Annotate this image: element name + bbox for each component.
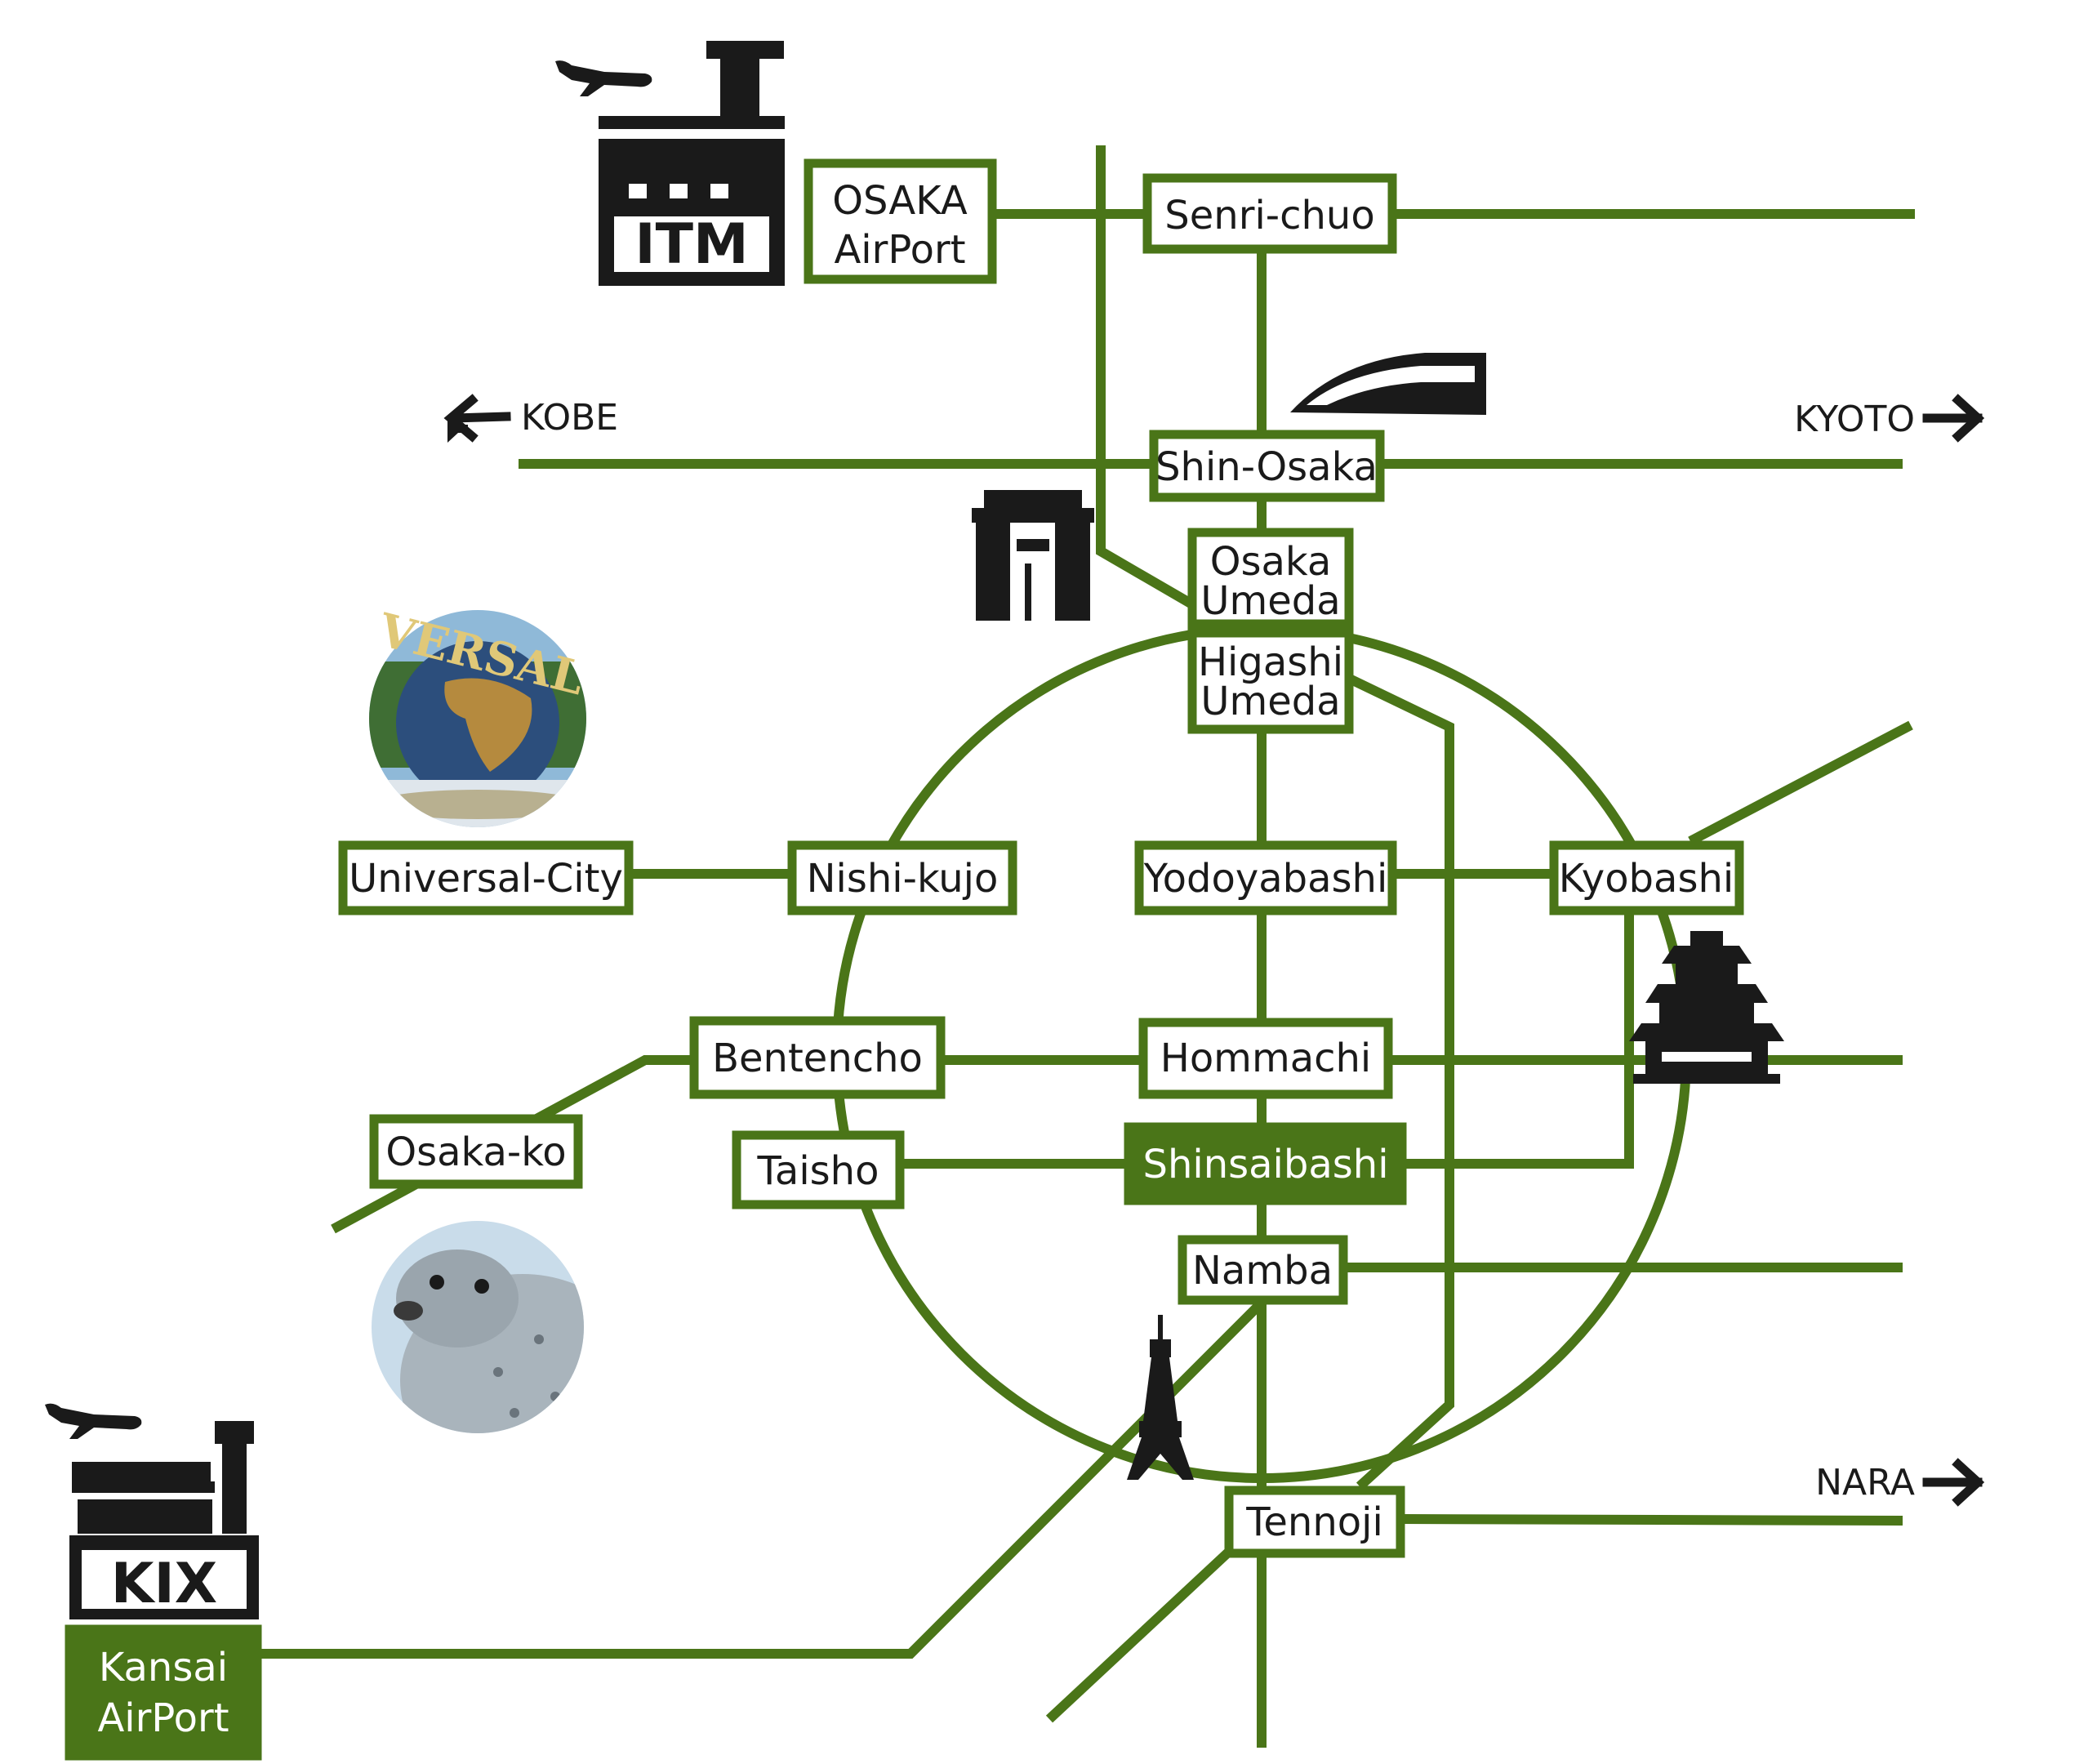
station-label: AirPort bbox=[834, 227, 965, 273]
line-higashi-umeda-tennoji bbox=[1337, 669, 1454, 1490]
globe-icon: VERSAL bbox=[369, 603, 590, 827]
rail-lines bbox=[257, 145, 1915, 1748]
station-higashi-umeda[interactable]: Higashi Umeda bbox=[1187, 628, 1354, 734]
station-universal-city[interactable]: Universal-City bbox=[338, 840, 634, 915]
station-kansai-airport[interactable]: Kansai AirPort bbox=[65, 1624, 262, 1761]
station-label: Umeda bbox=[1200, 679, 1340, 724]
line-west-umeda bbox=[1096, 145, 1195, 609]
station-nishi-kujo[interactable]: Nishi-kujo bbox=[787, 840, 1017, 915]
station-label: Osaka bbox=[1210, 539, 1332, 585]
itm-code: ITM bbox=[634, 212, 748, 277]
station-tennoji[interactable]: Tennoji bbox=[1224, 1486, 1405, 1558]
station-label: Shin-Osaka bbox=[1155, 444, 1378, 490]
station-senri-chuo[interactable]: Senri-chuo bbox=[1142, 173, 1397, 254]
castle-icon bbox=[1629, 931, 1784, 1084]
station-osaka-umeda[interactable]: Osaka Umeda bbox=[1187, 528, 1354, 629]
station-label: Hommachi bbox=[1160, 1036, 1372, 1081]
skyscraper-icon bbox=[972, 490, 1094, 621]
line-kyobashi-northeast bbox=[1688, 720, 1913, 846]
tsutenkaku-tower-icon bbox=[1127, 1315, 1194, 1480]
bullet-train-icon bbox=[1290, 353, 1486, 415]
station-label: Senri-chuo bbox=[1164, 193, 1374, 238]
station-shinsaibashi[interactable]: Shinsaibashi bbox=[1124, 1122, 1407, 1205]
station-hommachi[interactable]: Hommachi bbox=[1138, 1018, 1393, 1099]
direction-kobe: KOBE bbox=[443, 394, 618, 443]
station-label: Umeda bbox=[1200, 578, 1340, 624]
station-label: OSAKA bbox=[832, 178, 968, 224]
line-tennoji-nara bbox=[1400, 1514, 1903, 1526]
station-label: Namba bbox=[1192, 1248, 1333, 1294]
station-bentencho[interactable]: Bentencho bbox=[689, 1016, 946, 1099]
station-label: Kansai bbox=[99, 1645, 228, 1690]
station-label: Tennoji bbox=[1245, 1499, 1383, 1545]
kyoto-label: KYOTO bbox=[1794, 399, 1915, 440]
kix-airport-icon: KIX bbox=[45, 1403, 259, 1619]
plane-icon bbox=[555, 60, 652, 96]
station-taisho[interactable]: Taisho bbox=[732, 1130, 905, 1209]
station-yodoyabashi[interactable]: Yodoyabashi bbox=[1134, 840, 1397, 915]
station-label: Taisho bbox=[757, 1148, 879, 1194]
line-tennoji-southwest bbox=[1045, 1548, 1233, 1723]
direction-kyoto: KYOTO bbox=[1794, 394, 1985, 443]
station-label: Nishi-kujo bbox=[807, 856, 999, 902]
station-namba[interactable]: Namba bbox=[1178, 1235, 1348, 1305]
station-kyobashi[interactable]: Kyobashi bbox=[1549, 840, 1744, 915]
station-label: Shinsaibashi bbox=[1142, 1142, 1388, 1187]
station-label: Bentencho bbox=[712, 1036, 923, 1081]
plane-icon bbox=[45, 1403, 142, 1439]
direction-nara: NARA bbox=[1815, 1458, 1985, 1507]
itm-airport-icon: ITM bbox=[555, 41, 785, 286]
kix-code: KIX bbox=[111, 1552, 217, 1616]
seal-icon bbox=[372, 1221, 584, 1433]
station-label: Universal-City bbox=[349, 856, 623, 902]
station-label: Osaka-ko bbox=[385, 1129, 566, 1175]
nara-label: NARA bbox=[1815, 1462, 1915, 1503]
station-shin-osaka[interactable]: Shin-Osaka bbox=[1149, 430, 1385, 502]
station-label: Higashi bbox=[1198, 639, 1343, 685]
station-label: AirPort bbox=[97, 1695, 229, 1741]
station-label: Kyobashi bbox=[1559, 856, 1734, 902]
kobe-label: KOBE bbox=[521, 397, 618, 439]
station-osaka-ko[interactable]: Osaka-ko bbox=[369, 1114, 583, 1189]
station-label: Yodoyabashi bbox=[1143, 856, 1388, 902]
line-shinsaibashi-kyobashi bbox=[1400, 902, 1634, 1169]
station-osaka-airport[interactable]: OSAKA AirPort bbox=[804, 158, 997, 284]
